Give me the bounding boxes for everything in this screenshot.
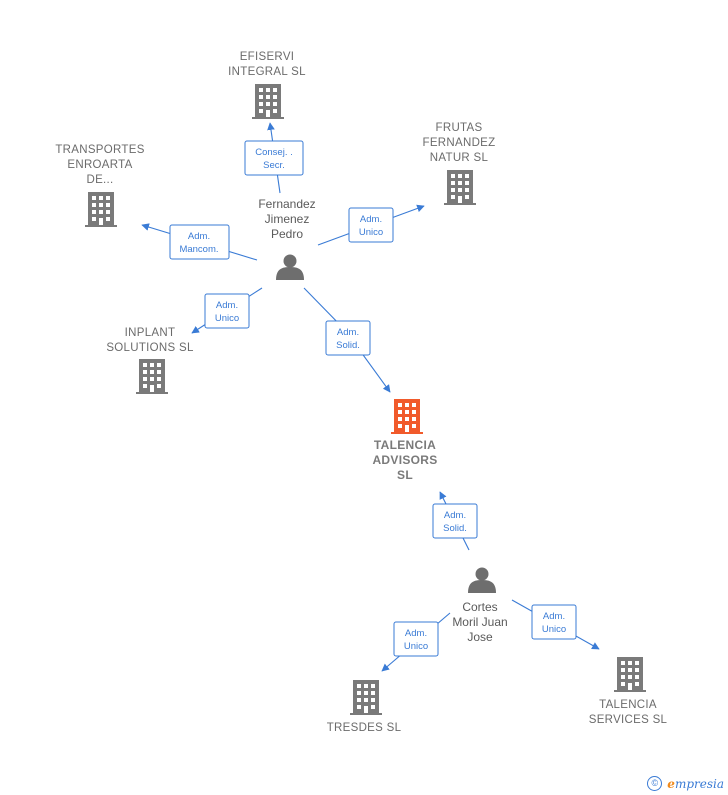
- company-name-line1: FRUTAS: [436, 122, 483, 134]
- person-name-line3: Jose: [467, 630, 493, 644]
- person-icon: [276, 254, 304, 280]
- company-node-efiservi[interactable]: EFISERVI INTEGRAL SL: [228, 51, 306, 119]
- edge-fernandez-talencia[interactable]: Adm. Solid.: [303, 287, 391, 393]
- company-name-line2: ENROARTA: [67, 159, 132, 171]
- company-name-line1: EFISERVI: [240, 51, 295, 63]
- company-node-talencia-advisors[interactable]: TALENCIA ADVISORS SL: [372, 399, 437, 482]
- person-node-cortes[interactable]: Cortes Moril Juan Jose: [452, 567, 508, 645]
- company-name-line3: NATUR SL: [430, 152, 489, 164]
- company-name-line2: FERNANDEZ: [423, 137, 496, 149]
- edge-fernandez-efiservi[interactable]: Consej. . Secr.: [244, 122, 304, 194]
- company-node-inplant[interactable]: INPLANT SOLUTIONS SL: [106, 327, 194, 394]
- edge-fernandez-inplant[interactable]: Adm. Unico: [191, 287, 263, 334]
- company-name-line2: ADVISORS: [372, 453, 437, 467]
- edge-label-line1: Adm.: [444, 510, 466, 521]
- edge-cortes-services[interactable]: Adm. Unico: [511, 599, 600, 650]
- building-icon: [252, 84, 284, 119]
- edge-label-line1: Adm.: [360, 214, 382, 225]
- person-name-line3: Pedro: [271, 227, 303, 241]
- company-name-line1: TALENCIA: [374, 438, 436, 452]
- brand-logo[interactable]: empresia: [667, 777, 724, 791]
- company-name-line1: TALENCIA: [599, 699, 657, 711]
- company-node-transportes[interactable]: TRANSPORTES ENROARTA DE...: [55, 144, 144, 227]
- company-name-line1: INPLANT: [125, 327, 176, 339]
- edge-label-line1: Consej. .: [255, 147, 293, 158]
- copyright-icon: ©: [647, 776, 663, 791]
- edge-label-line1: Adm.: [188, 231, 210, 242]
- edge-label-line2: Unico: [404, 641, 428, 652]
- edge-label-line1: Adm.: [405, 628, 427, 639]
- edge-cortes-talencia[interactable]: Adm. Solid.: [432, 491, 478, 551]
- edge-label-line2: Unico: [215, 313, 239, 324]
- company-name-line2: SOLUTIONS SL: [106, 342, 194, 354]
- brand-initial: e: [667, 776, 675, 791]
- company-node-tresdes[interactable]: TRESDES SL: [327, 680, 402, 734]
- person-name-line2: Jimenez: [265, 212, 310, 226]
- edge-fernandez-transportes[interactable]: Adm. Mancom.: [141, 223, 258, 261]
- person-name-line1: Fernandez: [258, 197, 315, 211]
- brand-name: mpresia: [674, 776, 724, 791]
- company-node-talencia-services[interactable]: TALENCIA SERVICES SL: [589, 657, 668, 726]
- edge-fernandez-frutas[interactable]: Adm. Unico: [317, 204, 425, 246]
- company-name-line1: TRANSPORTES: [55, 144, 144, 156]
- building-icon: [350, 680, 382, 715]
- edge-label-line1: Adm.: [216, 300, 238, 311]
- person-icon: [468, 567, 496, 593]
- edge-label-line2: Unico: [359, 227, 383, 238]
- edge-label-line2: Solid.: [443, 523, 467, 534]
- edge-label-line1: Adm.: [543, 611, 565, 622]
- edge-label-line2: Solid.: [336, 340, 360, 351]
- building-icon: [614, 657, 646, 692]
- company-name-line3: DE...: [86, 174, 113, 186]
- building-icon: [391, 399, 423, 434]
- person-node-fernandez[interactable]: Fernandez Jimenez Pedro: [258, 197, 316, 280]
- building-icon: [136, 359, 168, 394]
- edge-label-line2: Unico: [542, 624, 566, 635]
- company-name-line1: TRESDES SL: [327, 722, 402, 734]
- company-node-frutas[interactable]: FRUTAS FERNANDEZ NATUR SL: [423, 122, 496, 205]
- footer-brand: © empresia: [647, 776, 724, 791]
- edge-label-line1: Adm.: [337, 327, 359, 338]
- edge-label-line2: Mancom.: [179, 244, 218, 255]
- company-name-line3: SL: [397, 468, 413, 482]
- building-icon: [444, 170, 476, 205]
- person-name-line2: Moril Juan: [452, 615, 507, 629]
- edge-label-line2: Secr.: [263, 160, 285, 171]
- company-name-line2: INTEGRAL SL: [228, 66, 306, 78]
- edge-cortes-tresdes[interactable]: Adm. Unico: [381, 612, 451, 672]
- person-name-line1: Cortes: [462, 600, 497, 614]
- building-icon: [85, 192, 117, 227]
- company-name-line2: SERVICES SL: [589, 714, 668, 726]
